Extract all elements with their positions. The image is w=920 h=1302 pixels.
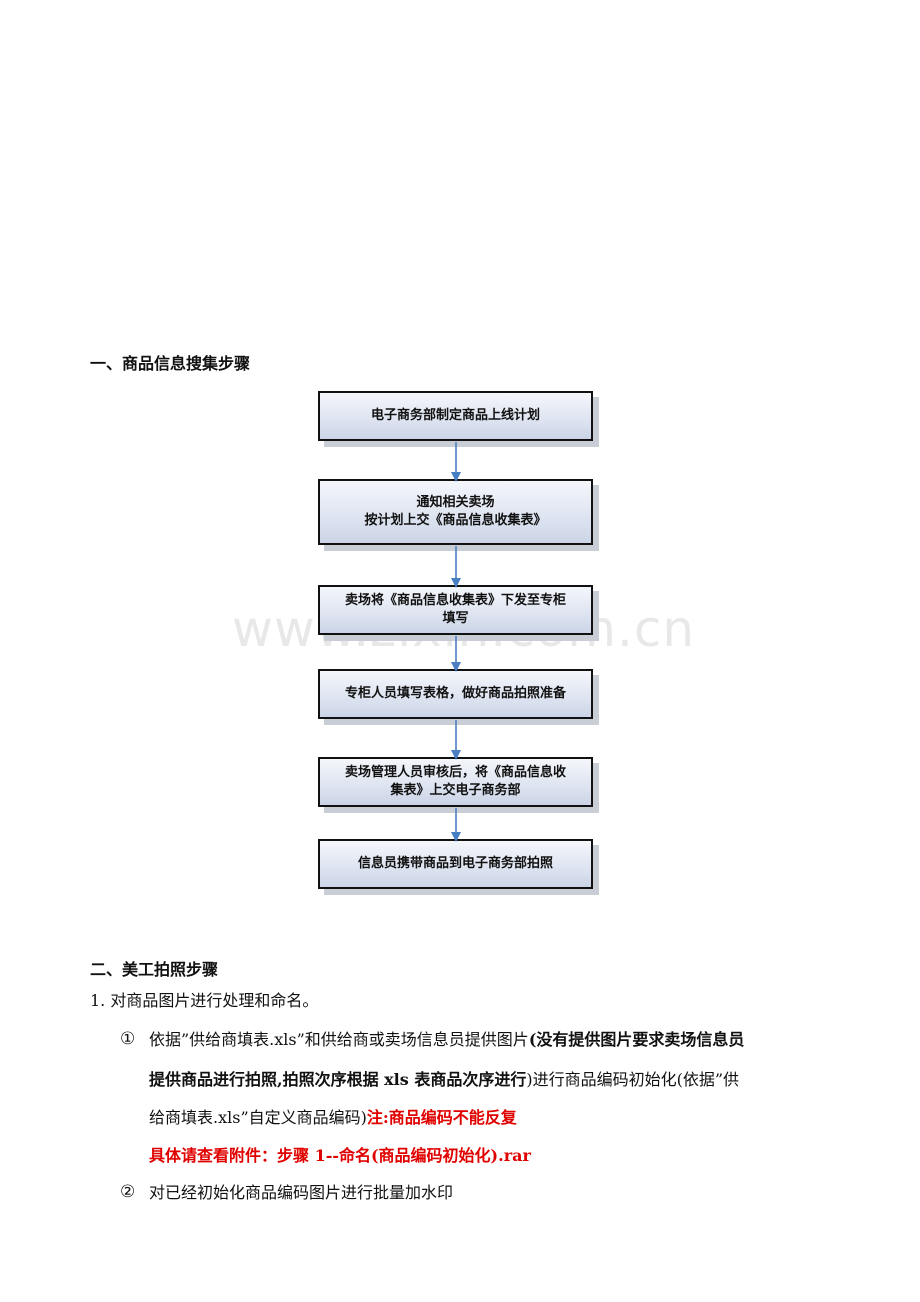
flow-step-6-line-1: 信息员携带商品到电子商务部拍照 [357, 856, 553, 871]
item-1-line-1: 依据”供给商填表.xls”和供给商或卖场信息员提供图片(没有提供图片要求卖场信息… [149, 1029, 744, 1051]
item-1-line-2-bold: 提供商品进行拍照,拍照次序根据 xls 表商品次序进行 [149, 1070, 527, 1089]
item-1-line-2-text: )进行商品编码初始化(依据”供 [526, 1070, 740, 1089]
flow-step-5-line-2: 集表》上交电子商务部 [390, 783, 521, 798]
flow-step-2: 通知相关卖场 按计划上交《商品信息收集表》 [318, 479, 593, 545]
item-1-line-1-bold: (没有提供图片要求卖场信息员 [528, 1030, 745, 1049]
flow-step-2-line-1: 通知相关卖场 [416, 495, 495, 510]
flow-step-1-line-1: 电子商务部制定商品上线计划 [370, 408, 540, 423]
item-1-line-1-text: 依据”供给商填表.xls”和供给商或卖场信息员提供图片 [149, 1030, 529, 1049]
item-1-line-3-text: 给商填表.xls”自定义商品编码) [149, 1108, 367, 1127]
flow-step-3: 卖场将《商品信息收集表》下发至专柜 填写 [318, 585, 593, 635]
flow-step-4-line-1: 专柜人员填写表格，做好商品拍照准备 [344, 686, 566, 701]
item-1-number: ① [120, 1029, 136, 1049]
flow-step-5-line-1: 卖场管理人员审核后，将《商品信息收 [344, 765, 566, 780]
item-1-line-2: 提供商品进行拍照,拍照次序根据 xls 表商品次序进行)进行商品编码初始化(依据… [149, 1069, 739, 1091]
item-1-attachment-note: 具体请查看附件：步骤 1--命名(商品编码初始化).rar [149, 1146, 531, 1165]
section-heading-photo-steps: 二、美工拍照步骤 [90, 960, 219, 979]
flow-step-2-line-2: 按计划上交《商品信息收集表》 [364, 513, 547, 528]
flow-step-5: 卖场管理人员审核后，将《商品信息收 集表》上交电子商务部 [318, 757, 593, 807]
step-1-paragraph: 1. 对商品图片进行处理和命名。 [90, 991, 319, 1010]
item-1-line-3: 给商填表.xls”自定义商品编码)注:商品编码不能反复 [149, 1107, 517, 1129]
item-2-text: 对已经初始化商品编码图片进行批量加水印 [149, 1183, 454, 1202]
flow-step-6: 信息员携带商品到电子商务部拍照 [318, 839, 593, 889]
flow-step-3-line-2: 填写 [442, 611, 469, 626]
item-2-number: ② [120, 1182, 136, 1202]
flow-step-1: 电子商务部制定商品上线计划 [318, 391, 593, 441]
item-1-note: 注:商品编码不能反复 [366, 1108, 517, 1127]
flow-step-3-line-1: 卖场将《商品信息收集表》下发至专柜 [344, 593, 566, 608]
section-heading-collection-steps: 一、商品信息搜集步骤 [90, 354, 251, 373]
flow-step-4: 专柜人员填写表格，做好商品拍照准备 [318, 669, 593, 719]
